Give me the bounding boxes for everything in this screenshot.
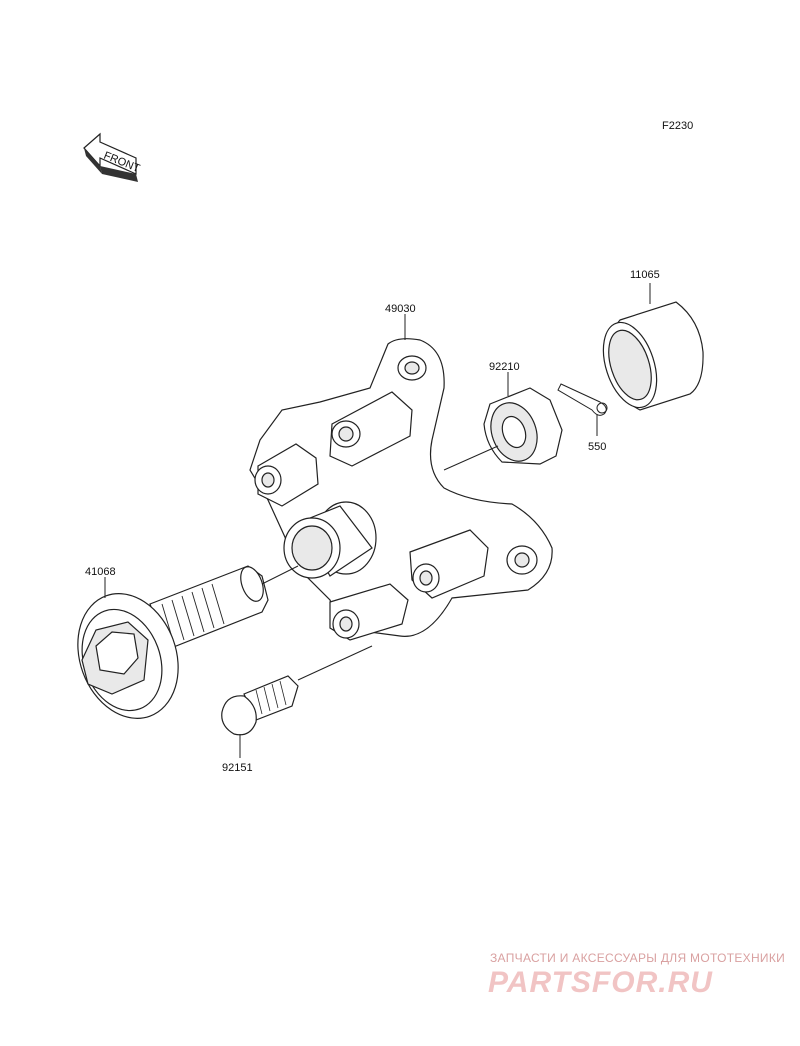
figure-code: F2230 xyxy=(662,120,693,132)
leader-lines xyxy=(104,283,651,758)
part-label-92151: 92151 xyxy=(222,762,253,774)
watermark-subtitle: ЗАПЧАСТИ И АКСЕССУАРЫ ДЛЯ МОТОТЕХНИКИ xyxy=(490,951,786,965)
front-arrow-icon: FRONT xyxy=(83,132,142,182)
part-label-41068: 41068 xyxy=(85,566,116,578)
part-label-550: 550 xyxy=(588,441,606,453)
watermark-brand: PARTSFOR.RU xyxy=(488,966,713,999)
hub-part xyxy=(249,338,553,641)
castle-nut-part xyxy=(483,387,563,465)
cotter-pin-part xyxy=(557,383,608,416)
axle-part xyxy=(77,565,269,719)
part-label-49030: 49030 xyxy=(385,303,416,315)
cap-part xyxy=(602,301,704,411)
stud-part xyxy=(221,675,299,736)
part-label-11065: 11065 xyxy=(630,269,660,281)
part-label-92210: 92210 xyxy=(489,361,520,373)
